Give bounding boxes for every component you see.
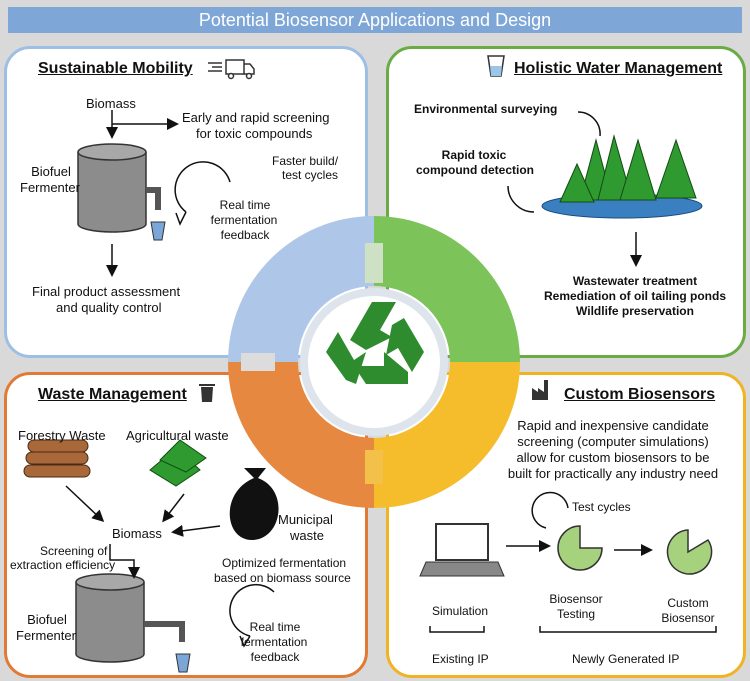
water-use-wastewater: Wastewater treatment — [572, 274, 698, 288]
mobility-realtime-line2: fermentation — [210, 213, 278, 227]
custom-arrows — [429, 491, 717, 633]
custom-biosensor-line1: Custom — [667, 596, 709, 610]
mobility-final-line1: Final product assessment — [32, 284, 181, 299]
trees-icon — [541, 134, 703, 219]
custom-testing-line2: Testing — [556, 607, 596, 621]
mobility-realtime-line1: Real time — [219, 198, 271, 212]
mobility-heading: Sustainable Mobility — [38, 60, 193, 77]
agricultural-waste-icon — [149, 439, 207, 487]
custom-testing-line1: Biosensor — [549, 592, 603, 606]
mobility-screening-line1: Early and rapid screening — [182, 110, 330, 125]
waste-municipal-line2: waste — [290, 528, 324, 543]
custom-simulation-label: Simulation — [432, 604, 489, 618]
custom-desc-line2: screening (computer simulations) — [517, 434, 709, 449]
custom-heading: Custom Biosensors — [564, 386, 716, 403]
mobility-fermenter-line2: Fermenter — [20, 180, 80, 195]
waste-biomass-label: Biomass — [112, 526, 162, 541]
waste-realtime-line3: feedback — [250, 650, 300, 664]
waste-agri-label: Agricultural waste — [126, 428, 229, 443]
diagram-title: Potential Biosensor Applications and Des… — [8, 7, 742, 33]
mobility-biomass-label: Biomass — [86, 96, 136, 111]
municipal-waste-icon — [229, 468, 279, 540]
truck-icon — [208, 59, 255, 80]
biofuel-fermenter-bottom — [75, 573, 191, 673]
laptop-icon — [419, 523, 505, 577]
waste-municipal-line1: Municipal — [278, 512, 333, 527]
water-env-label: Environmental surveying — [414, 102, 558, 116]
waste-arrows — [65, 485, 275, 648]
central-ring — [228, 216, 520, 508]
mobility-screening-line2: for toxic compounds — [196, 126, 313, 141]
factory-icon — [532, 380, 548, 400]
custom-biosensor-line2: Biosensor — [661, 611, 715, 625]
water-rapid-line2: compound detection — [416, 163, 534, 177]
custom-desc-line3: allow for custom biosensors to be — [516, 450, 710, 465]
waste-fermenter-line1: Biofuel — [27, 612, 67, 627]
water-heading: Holistic Water Management — [514, 60, 723, 77]
waste-optimized-line2: based on biomass source — [214, 571, 351, 585]
biofuel-fermenter-top — [77, 143, 166, 241]
water-use-wildlife: Wildlife preservation — [576, 304, 694, 318]
mobility-faster-line1: Faster build/ — [272, 154, 339, 168]
logs-icon — [23, 439, 91, 478]
water-arrows — [507, 111, 642, 267]
custom-new-ip-label: Newly Generated IP — [572, 652, 680, 666]
custom-desc-line4: built for practically any industry need — [507, 466, 719, 481]
mobility-final-line2: and quality control — [56, 300, 162, 315]
mobility-arrows — [106, 110, 231, 277]
waste-realtime-line2: fermentation — [240, 635, 308, 649]
custom-test-cycles-label: Test cycles — [572, 500, 631, 514]
water-glass-icon — [487, 55, 505, 77]
waste-screening-line1: Screening of — [40, 544, 108, 558]
waste-realtime-line1: Real time — [249, 620, 301, 634]
custom-desc-line1: Rapid and inexpensive candidate — [517, 418, 709, 433]
waste-forestry-label: Forestry Waste — [18, 428, 106, 443]
waste-heading: Waste Management — [38, 386, 187, 403]
water-use-tailing-ponds: Remediation of oil tailing ponds — [544, 289, 726, 303]
waste-optimized-line1: Optimized fermentation — [222, 556, 347, 570]
biosensor-shapes — [557, 525, 713, 575]
waste-screening-line2: extraction efficiency — [10, 558, 116, 572]
mobility-realtime-line3: feedback — [220, 228, 270, 242]
mobility-faster-line2: test cycles — [282, 168, 339, 182]
mobility-fermenter-line1: Biofuel — [31, 164, 71, 179]
custom-existing-ip-label: Existing IP — [432, 652, 489, 666]
waste-fermenter-line2: Fermenter — [16, 628, 76, 643]
trash-icon — [199, 384, 215, 402]
water-rapid-line1: Rapid toxic — [441, 148, 507, 162]
recycle-icon — [326, 302, 424, 384]
